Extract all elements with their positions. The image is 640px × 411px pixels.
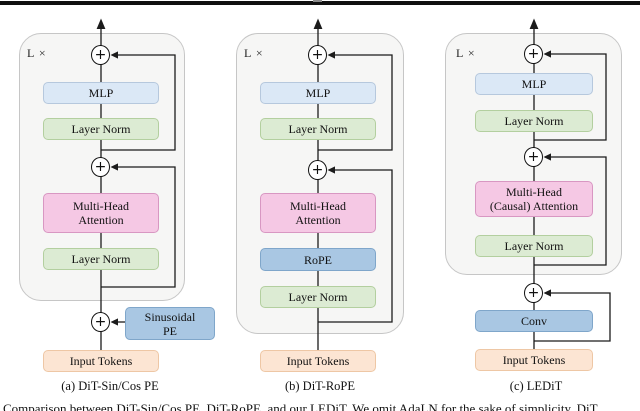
add-icon: + (91, 312, 110, 332)
arrowhead-up-icon (313, 18, 323, 29)
arrowhead-up-icon (96, 18, 106, 29)
arrowhead-left-icon (110, 163, 118, 171)
residual-line (101, 166, 176, 288)
arrowhead-left-icon (110, 318, 118, 326)
mlp-block-b: MLP (260, 82, 376, 104)
add-icon: + (308, 45, 327, 65)
residual-line (101, 54, 176, 151)
rope-block: RoPE (260, 248, 376, 271)
add-icon: + (524, 283, 543, 303)
causal-attention-block: Multi-Head(Causal) Attention (475, 181, 593, 217)
diagram-caption-c: (c) LEDiT (509, 379, 563, 393)
arrowhead-left-icon (327, 166, 335, 174)
residual-line (534, 156, 607, 266)
layer-norm-top-a: Layer Norm (43, 118, 159, 140)
input-tokens-block-c: Input Tokens (475, 349, 593, 371)
add-icon: + (524, 147, 543, 167)
top-rule (0, 1, 640, 5)
residual-line (534, 292, 611, 342)
layer-norm-bottom-b: Layer Norm (260, 286, 376, 308)
add-icon: + (91, 157, 110, 177)
arrowhead-left-icon (543, 289, 551, 297)
add-icon: + (308, 160, 327, 180)
arrowhead-left-icon (327, 51, 335, 59)
diagram-b-arrowheads (313, 18, 335, 174)
layer-norm-bottom-c: Layer Norm (475, 235, 593, 257)
mlp-block-a: MLP (43, 82, 159, 104)
diagram-c-arrowheads (529, 18, 551, 297)
add-icon: + (524, 44, 543, 64)
layer-norm-top-b: Layer Norm (260, 118, 376, 140)
figure-caption: Comparison between DiT-Sin/Cos PE, DiT-R… (3, 401, 598, 411)
conv-block: Conv (475, 310, 593, 332)
arrowhead-left-icon (110, 51, 118, 59)
add-icon: + (91, 45, 110, 65)
diagram-a-lines (100, 27, 176, 350)
layer-norm-top-c: Layer Norm (475, 110, 593, 132)
diagram-caption-a: (a) DiT-Sin/Cos PE (61, 379, 159, 393)
loop-count-label-c: L × (456, 46, 476, 60)
arrowhead-up-icon (529, 18, 539, 29)
input-tokens-block-a: Input Tokens (43, 350, 159, 372)
residual-line (318, 169, 393, 323)
loop-count-label-a: L × (27, 46, 47, 60)
diagram-caption-b: (b) DiT-RoPE (284, 379, 356, 393)
arrowhead-left-icon (543, 50, 551, 58)
arrowhead-left-icon (543, 153, 551, 161)
mlp-block-c: MLP (475, 73, 593, 95)
input-tokens-block-b: Input Tokens (260, 350, 376, 372)
residual-line (318, 54, 393, 151)
loop-count-label-b: L × (244, 46, 264, 60)
residual-line (534, 53, 607, 141)
diagram-a-arrowheads (96, 18, 118, 326)
header-text-remnant (313, 0, 322, 2)
layer-norm-bottom-a: Layer Norm (43, 248, 159, 270)
